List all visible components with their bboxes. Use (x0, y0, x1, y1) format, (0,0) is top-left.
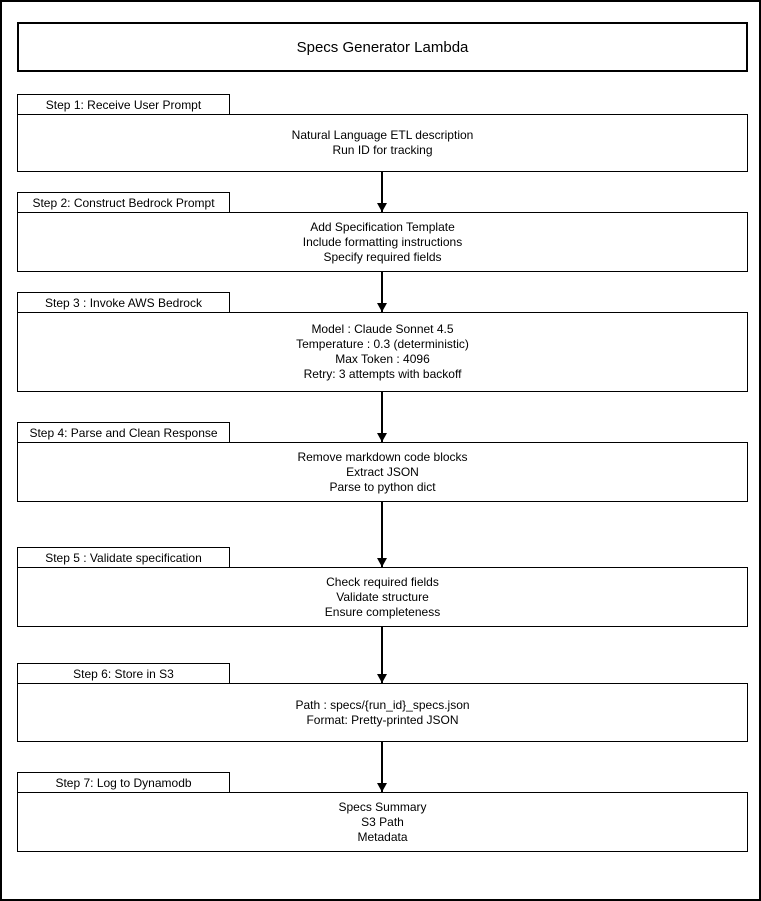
arrow-step1-to-step2 (381, 172, 383, 212)
step4-detail-line: Extract JSON (346, 464, 419, 479)
step4-detail-line: Parse to python dict (329, 479, 436, 494)
step5-detail-line: Ensure completeness (324, 604, 441, 619)
step4-detail-line: Remove markdown code blocks (297, 449, 468, 464)
arrow-step5-to-step6 (381, 627, 383, 683)
step1-detail-line: Run ID for tracking (332, 143, 433, 157)
step3-detail-line: Retry: 3 attempts with backoff (303, 367, 462, 381)
step7-detail-line: Specs Summary (338, 799, 427, 814)
step2-detail-line: Include formatting instructions (302, 234, 463, 249)
diagram-title: Specs Generator Lambda (296, 38, 469, 56)
step3-detail-line: Temperature : 0.3 (deterministic) (296, 337, 469, 351)
arrow-step4-to-step5 (381, 502, 383, 567)
step5-tab: Step 5 : Validate specification (17, 547, 230, 567)
step4-tab: Step 4: Parse and Clean Response (17, 422, 230, 442)
step2-content-box: Add Specification Template Include forma… (17, 212, 748, 272)
step3-content-box: Model : Claude Sonnet 4.5 Temperature : … (17, 312, 748, 392)
step6-content-box: Path : specs/{run_id}_specs.json Format:… (17, 683, 748, 742)
step3-detail-line: Max Token : 4096 (335, 352, 430, 366)
step7-tab: Step 7: Log to Dynamodb (17, 772, 230, 792)
step2-tab-label: Step 2: Construct Bedrock Prompt (32, 195, 215, 210)
step3-detail-line: Model : Claude Sonnet 4.5 (311, 322, 454, 336)
step1-content-box: Natural Language ETL description Run ID … (17, 114, 748, 172)
step4-content-box: Remove markdown code blocks Extract JSON… (17, 442, 748, 502)
step2-detail-line: Specify required fields (323, 249, 442, 264)
step5-detail-line: Validate structure (336, 589, 429, 604)
step5-detail-line: Check required fields (326, 574, 439, 589)
arrow-step3-to-step4 (381, 392, 383, 442)
step1-tab-label: Step 1: Receive User Prompt (45, 97, 202, 112)
step5-content-box: Check required fields Validate structure… (17, 567, 748, 627)
step6-detail-line: Format: Pretty-printed JSON (306, 712, 459, 727)
step6-detail-line: Path : specs/{run_id}_specs.json (295, 697, 470, 712)
step7-detail-line: Metadata (357, 829, 408, 844)
step2-tab: Step 2: Construct Bedrock Prompt (17, 192, 230, 212)
arrow-step2-to-step3 (381, 272, 383, 312)
step2-detail-line: Add Specification Template (310, 219, 455, 234)
step6-tab: Step 6: Store in S3 (17, 663, 230, 683)
arrow-step6-to-step7 (381, 742, 383, 792)
step7-content-box: Specs Summary S3 Path Metadata (17, 792, 748, 852)
diagram-title-box: Specs Generator Lambda (17, 22, 748, 72)
step1-detail-line: Natural Language ETL description (291, 128, 474, 142)
step5-tab-label: Step 5 : Validate specification (45, 550, 202, 565)
step1-tab: Step 1: Receive User Prompt (17, 94, 230, 114)
step6-tab-label: Step 6: Store in S3 (73, 666, 174, 681)
step3-tab-label: Step 3 : Invoke AWS Bedrock (45, 295, 202, 310)
step3-tab: Step 3 : Invoke AWS Bedrock (17, 292, 230, 312)
step7-tab-label: Step 7: Log to Dynamodb (55, 775, 192, 790)
step4-tab-label: Step 4: Parse and Clean Response (29, 425, 218, 440)
step7-detail-line: S3 Path (361, 814, 404, 829)
